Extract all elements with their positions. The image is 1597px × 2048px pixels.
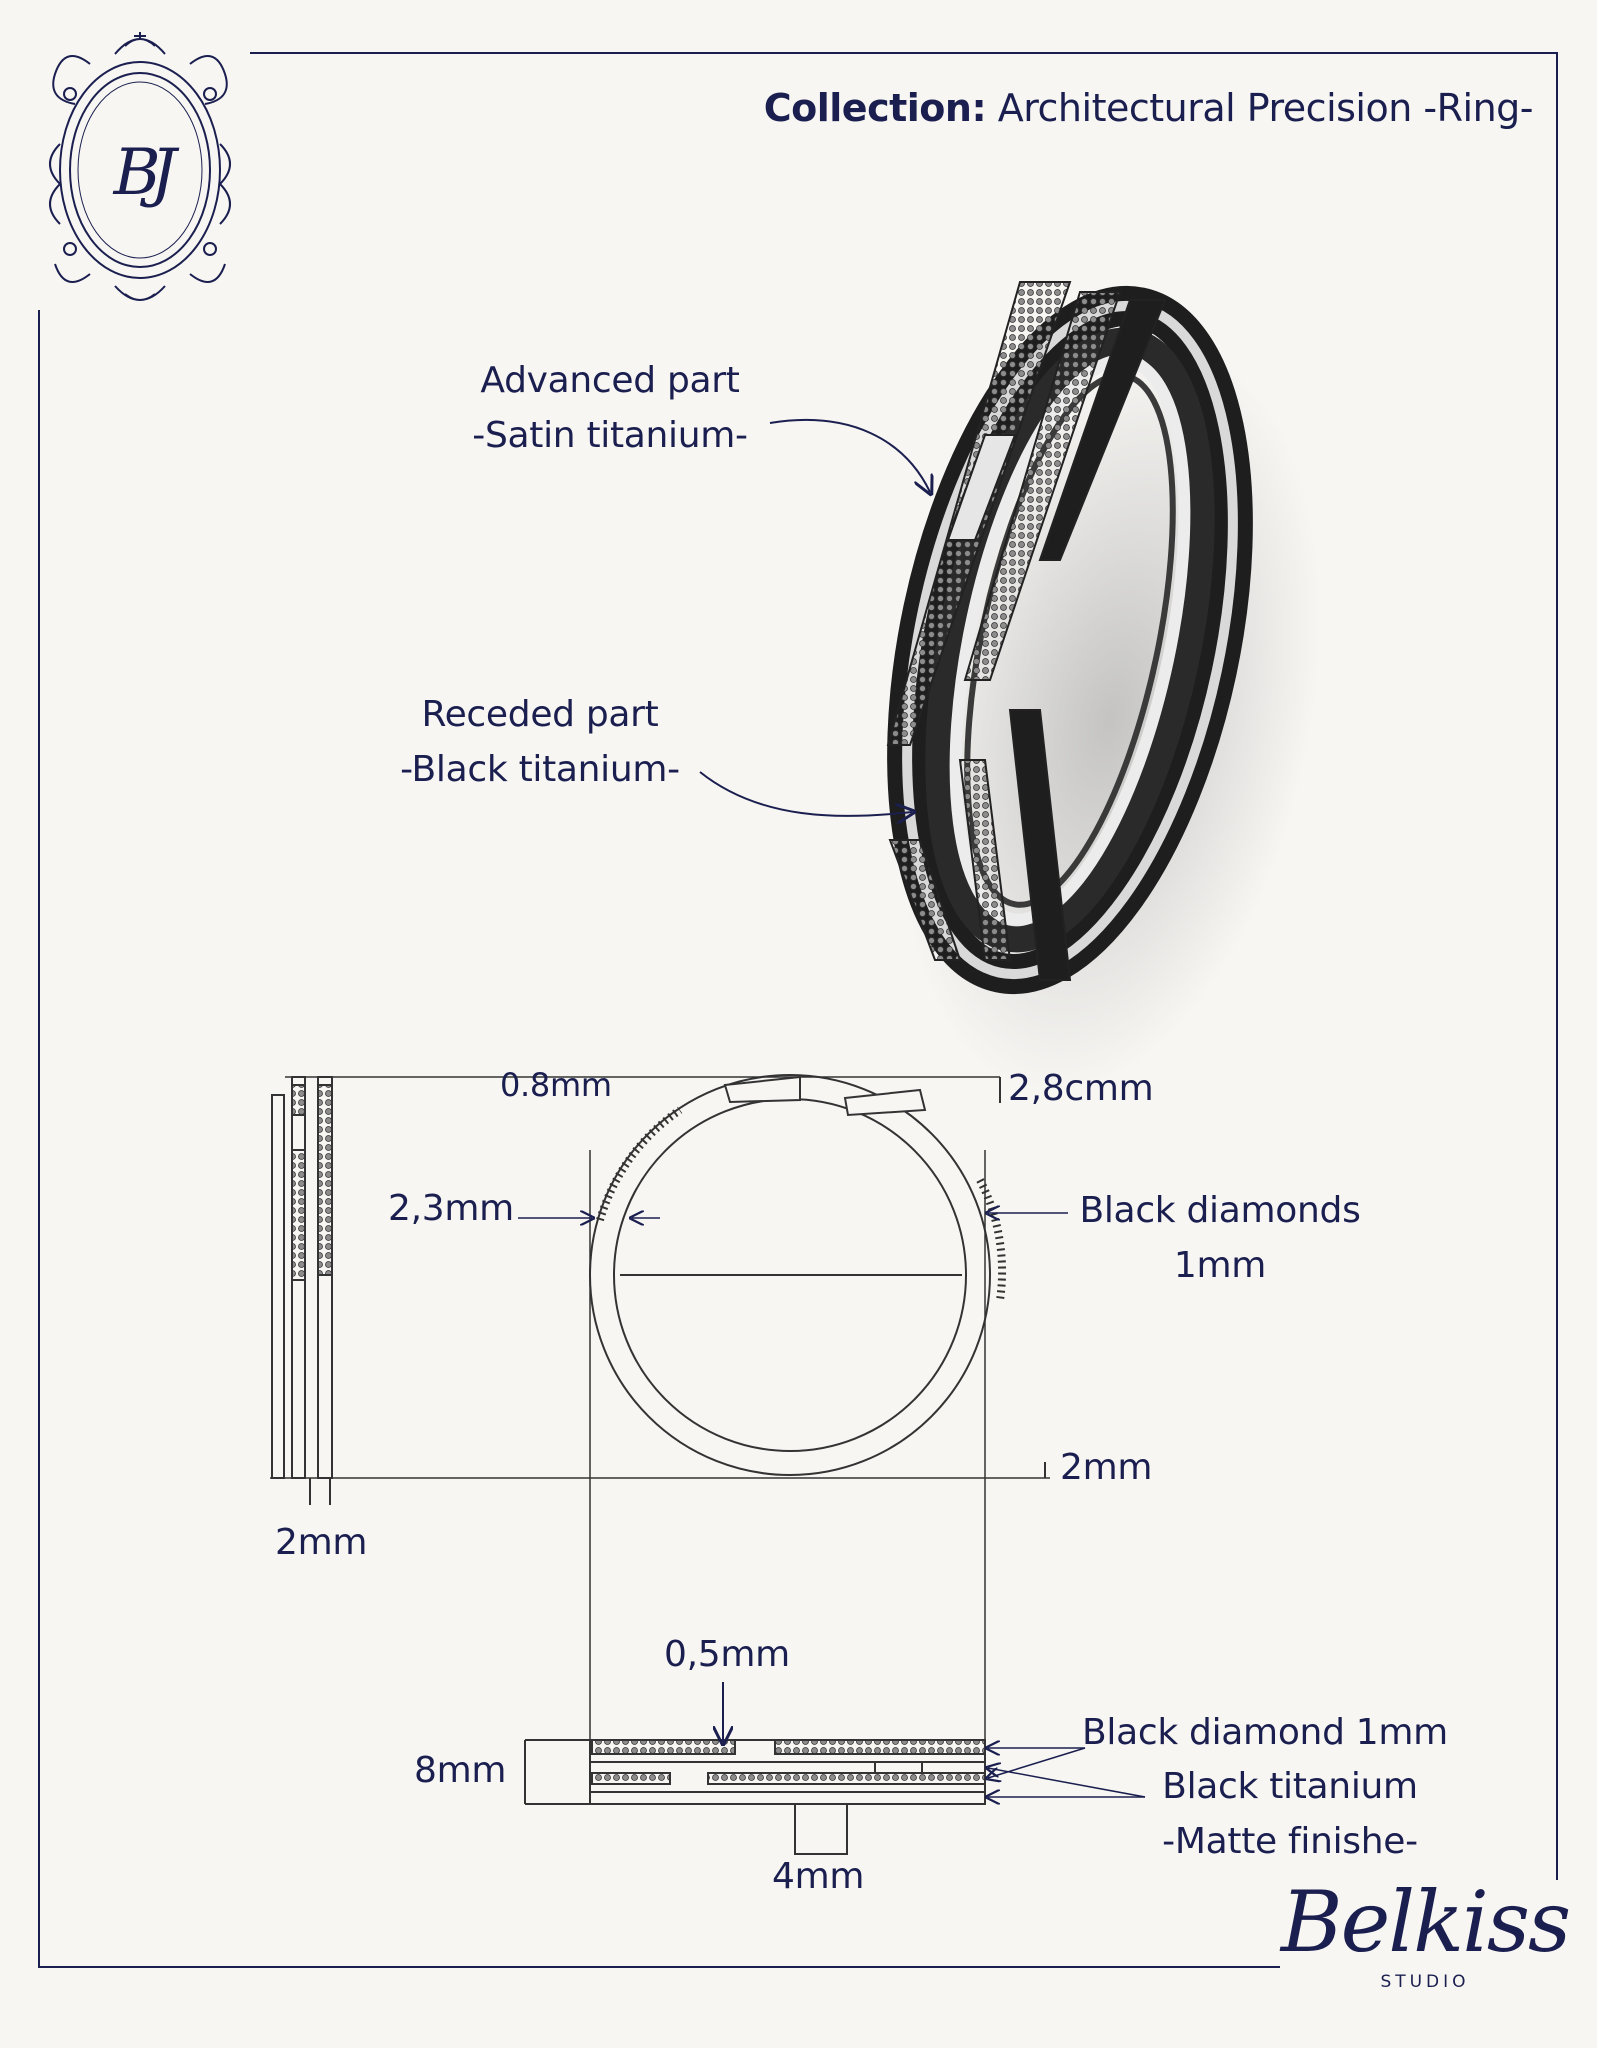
collection-name: Architectural Precision -Ring- [997,86,1534,130]
dim-top-offset: 0.8mm [500,1066,612,1104]
receded-part-arrow [699,771,912,816]
brand-name: Belkiss [1280,1873,1571,1971]
black-titanium-label: Black titanium [1162,1766,1418,1807]
ring-cross-section [524,1682,986,1855]
dim-outer-height: 2,8cmm [1008,1068,1154,1109]
dim-band-thickness: 2,3mm [388,1188,514,1229]
receded-part-title: Receded part [421,694,659,735]
black-diamonds-label: Black diamonds [1079,1190,1361,1231]
ring-render [886,281,1321,1095]
brand-logo: Belkiss STUDIO [1280,1873,1571,1992]
black-diamonds-size: 1mm [1173,1245,1267,1286]
dim-base-width: 4mm [772,1856,865,1897]
ring-front-view [270,1074,1050,1805]
monogram-text: BJ [113,136,177,210]
advanced-part-title: Advanced part [480,360,740,401]
page-border [38,52,1558,1968]
advanced-part-material: -Satin titanium- [472,415,748,456]
collection-header: Collection: Architectural Precision -Rin… [763,86,1534,130]
receded-part-label: Receded part -Black titanium- [380,694,700,790]
advanced-part-label: Advanced part -Satin titanium- [460,360,760,456]
dim-total-width: 8mm [414,1750,507,1791]
advanced-part-arrow [769,419,930,492]
receded-part-material: -Black titanium- [400,749,680,790]
dim-diamond-groove: 0,5mm [664,1634,790,1675]
collection-label: Collection: [763,86,987,130]
ornate-frame-icon [49,32,231,301]
dim-side-width: 2mm [275,1522,368,1563]
black-titanium-note: Black titanium -Matte finishe- [1150,1766,1430,1862]
matte-finish-label: -Matte finishe- [1162,1821,1418,1862]
dim-bottom-gap: 2mm [1060,1447,1153,1488]
monogram-logo: BJ [30,24,250,310]
black-diamond-1mm-note: Black diamond 1mm [1082,1712,1448,1753]
black-diamonds-note: Black diamonds 1mm [1070,1190,1370,1286]
ring-side-view [271,1076,333,1505]
brand-sub: STUDIO [1380,1972,1470,1992]
